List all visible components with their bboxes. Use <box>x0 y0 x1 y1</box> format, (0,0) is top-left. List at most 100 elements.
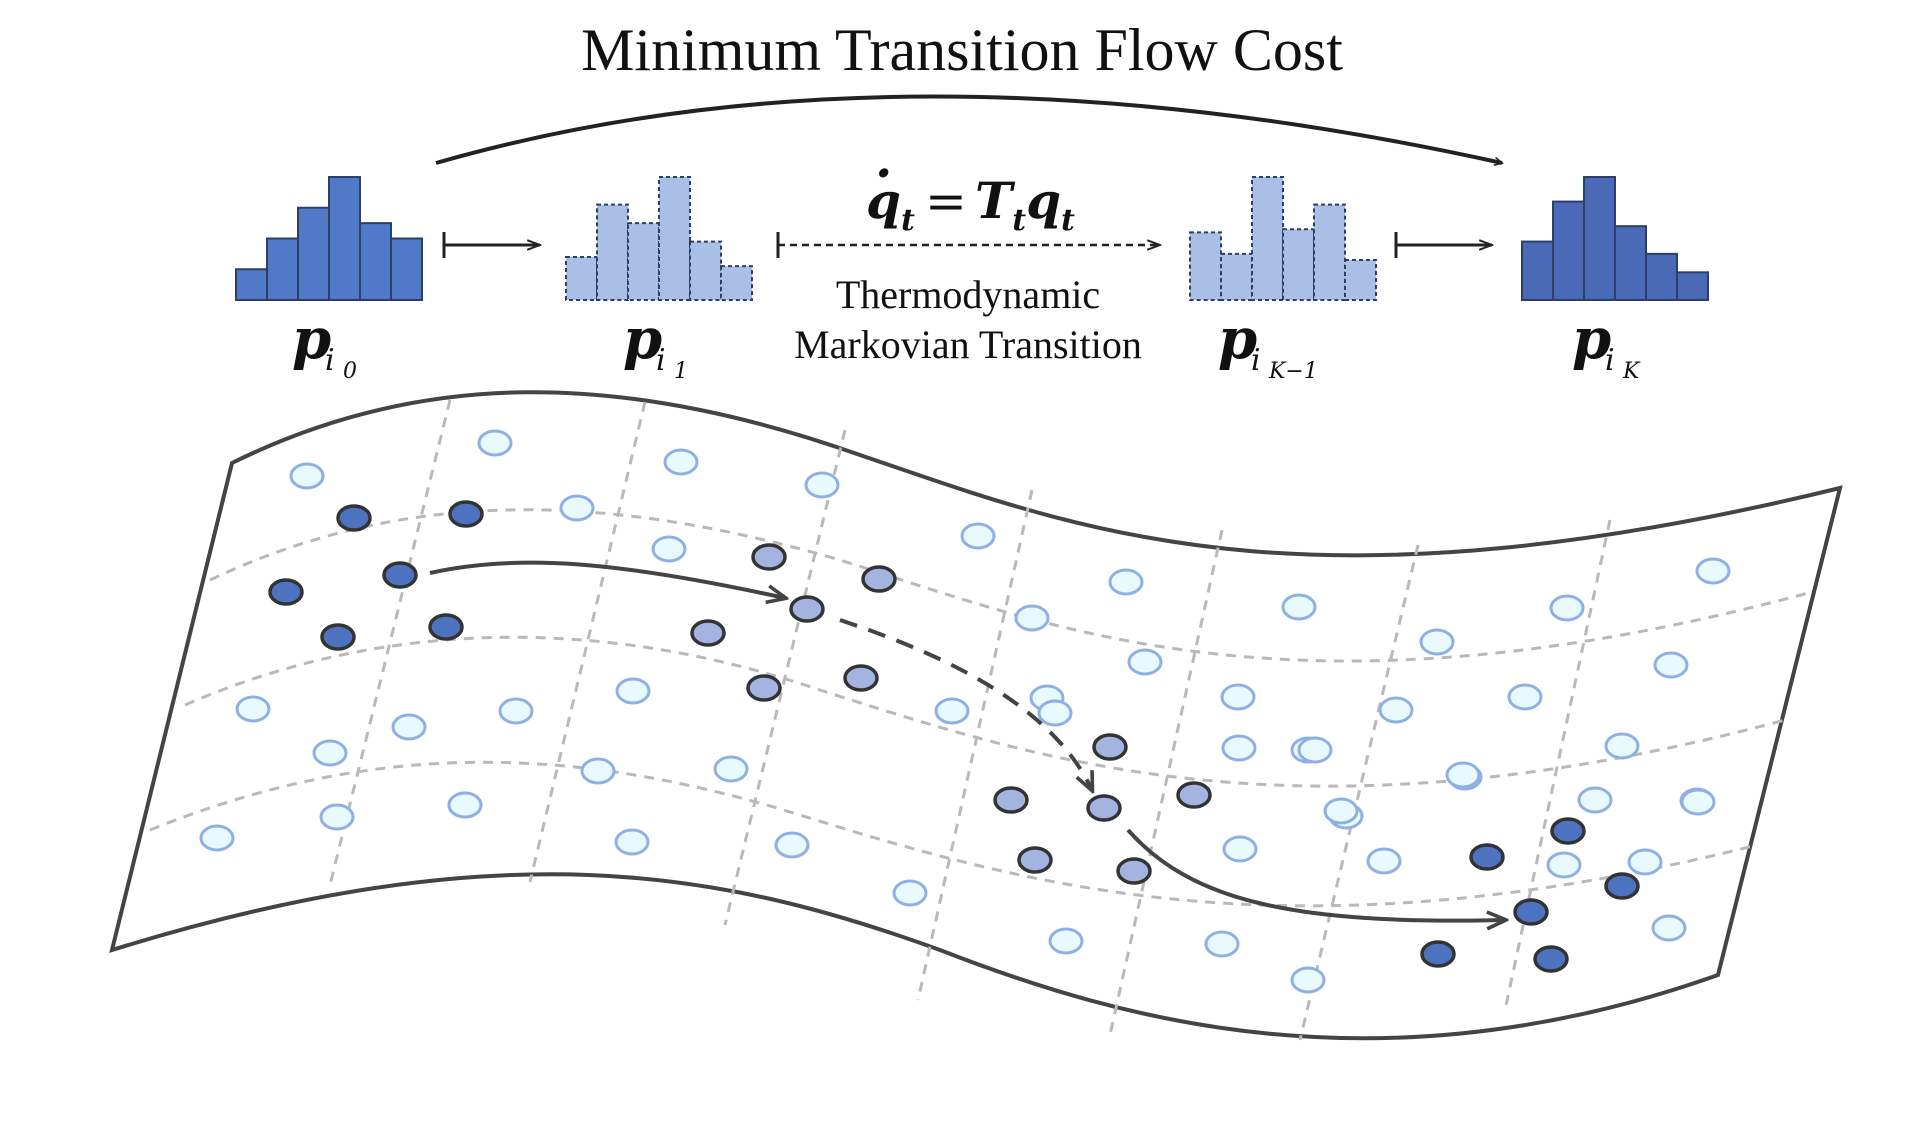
light-particle <box>289 462 325 490</box>
histogram-bar <box>297 206 330 301</box>
svg-text:p: p <box>623 306 662 372</box>
light-particle <box>713 755 749 783</box>
mapsto-dashed-arrow <box>776 232 1160 258</box>
light-particle <box>1323 797 1359 825</box>
histogram-p-iK-1 <box>1189 176 1377 302</box>
light-particle <box>1221 734 1257 762</box>
light-particle <box>1419 628 1455 656</box>
flow-arrow-dashed <box>839 618 1092 790</box>
histogram-bar <box>1676 271 1709 302</box>
dark-particle <box>1469 843 1505 871</box>
label-p-i0: p i 0 <box>292 306 357 384</box>
mapsto-arrow-2 <box>1394 232 1492 258</box>
svg-text:K: K <box>1622 359 1641 384</box>
transition-equation: qt · = Ttqt <box>866 143 1075 238</box>
light-particle <box>934 697 970 725</box>
light-particle <box>559 494 595 522</box>
mid-particle <box>861 565 897 593</box>
light-particle <box>1366 847 1402 875</box>
mapsto-arrow-1 <box>442 232 540 258</box>
light-particle <box>615 677 651 705</box>
manifold-surface <box>109 390 1843 1041</box>
light-particle <box>1014 604 1050 632</box>
light-particle <box>477 429 513 457</box>
light-particle <box>447 791 483 819</box>
mid-particle <box>789 595 825 623</box>
dark-particle <box>382 561 418 589</box>
flow-arrow-1 <box>429 560 785 598</box>
svg-text:p: p <box>292 306 331 372</box>
light-particle <box>774 831 810 859</box>
light-particle <box>1680 788 1716 816</box>
light-particle <box>1222 835 1258 863</box>
grid-line <box>184 635 1786 788</box>
light-particle <box>498 697 534 725</box>
histogram-bar <box>1344 259 1377 301</box>
mid-particle <box>1116 857 1152 885</box>
light-particle <box>614 828 650 856</box>
light-particle <box>1695 557 1731 585</box>
dark-particle <box>268 578 304 606</box>
mid-particle <box>746 674 782 702</box>
grid-line <box>1503 519 1612 1011</box>
mid-particle <box>1092 733 1128 761</box>
light-particle <box>391 713 427 741</box>
dark-particle <box>320 623 356 651</box>
histogram-bar <box>1521 240 1554 301</box>
histogram-bar <box>720 265 753 301</box>
svg-text:0: 0 <box>343 359 357 384</box>
light-particle <box>1204 930 1240 958</box>
light-particle <box>312 739 348 767</box>
light-particle <box>1546 851 1582 879</box>
histogram-bar <box>235 268 268 301</box>
light-particle <box>1627 848 1663 876</box>
light-particle <box>1577 786 1613 814</box>
grid-line <box>916 489 1034 1001</box>
histogram-bar <box>689 240 722 301</box>
light-particle <box>1507 683 1543 711</box>
histogram-bar <box>359 222 392 301</box>
histogram-bar <box>1552 200 1585 302</box>
histogram-bar <box>1282 228 1315 301</box>
light-particle <box>580 757 616 785</box>
dark-particle <box>1533 945 1569 973</box>
histogram-bar <box>390 237 423 301</box>
histogram-bar <box>1614 225 1647 301</box>
label-p-i1: p i 1 <box>623 306 688 384</box>
light-particle <box>1378 696 1414 724</box>
light-particle <box>1220 683 1256 711</box>
light-particle <box>892 879 928 907</box>
flow-arrow-2 <box>1126 828 1505 921</box>
histogram-bar <box>328 176 361 301</box>
histogram-bar <box>1189 231 1222 302</box>
grid-line <box>723 429 847 926</box>
light-particle <box>1549 594 1585 622</box>
mid-particle <box>1086 794 1122 822</box>
histogram-bar <box>1583 176 1616 301</box>
light-particle <box>1108 568 1144 596</box>
label-p-iK: p i K <box>1572 306 1641 384</box>
svg-text:i: i <box>1605 343 1615 378</box>
histogram-bar <box>627 222 660 301</box>
diagram-title: Minimum Transition Flow Cost <box>581 17 1343 83</box>
light-particle <box>199 824 235 852</box>
dark-particle <box>1550 817 1586 845</box>
dark-particle <box>428 613 464 641</box>
mid-particle <box>1176 781 1212 809</box>
light-particle <box>804 471 840 499</box>
histogram-bar <box>1313 203 1346 301</box>
svg-text:i: i <box>656 343 666 378</box>
grid-line <box>1108 529 1224 1036</box>
light-particle <box>1297 736 1333 764</box>
histogram-bar <box>596 203 629 301</box>
light-particle <box>1037 699 1073 727</box>
light-particle <box>663 448 699 476</box>
light-particle <box>651 535 687 563</box>
histogram-bar <box>266 237 299 301</box>
histogram-bar <box>1251 176 1284 301</box>
svg-text:·: · <box>875 143 892 202</box>
light-particle <box>1048 927 1084 955</box>
dark-particle <box>1420 940 1456 968</box>
grid-line <box>1298 544 1420 1041</box>
